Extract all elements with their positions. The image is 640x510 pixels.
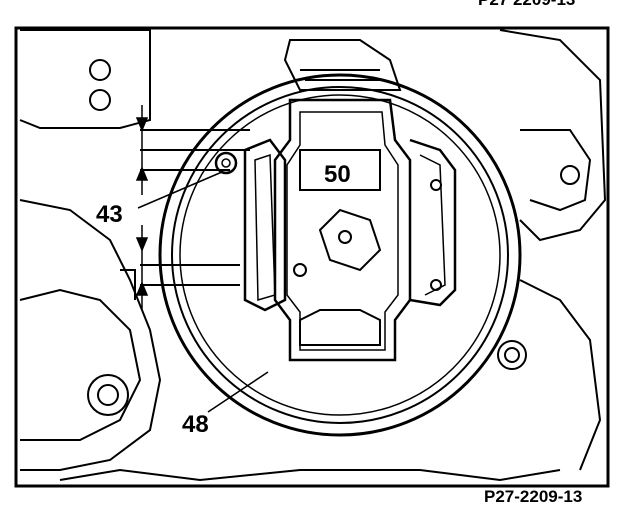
callout-label: 43 [96,201,123,228]
callout-label: 50 [324,161,351,188]
lamp-ring [158,73,522,437]
callout-label: 48 [182,411,209,438]
callout-50-box [318,156,368,188]
dimension-arrows [135,105,149,310]
top-reference-partial: P27 2209-13 [478,0,575,9]
image-frame [14,26,610,488]
bottom-reference: P27-2209-13 [484,487,582,506]
callout-leaders [137,171,269,413]
housing-background [19,29,607,482]
bulb-holder [214,98,457,362]
